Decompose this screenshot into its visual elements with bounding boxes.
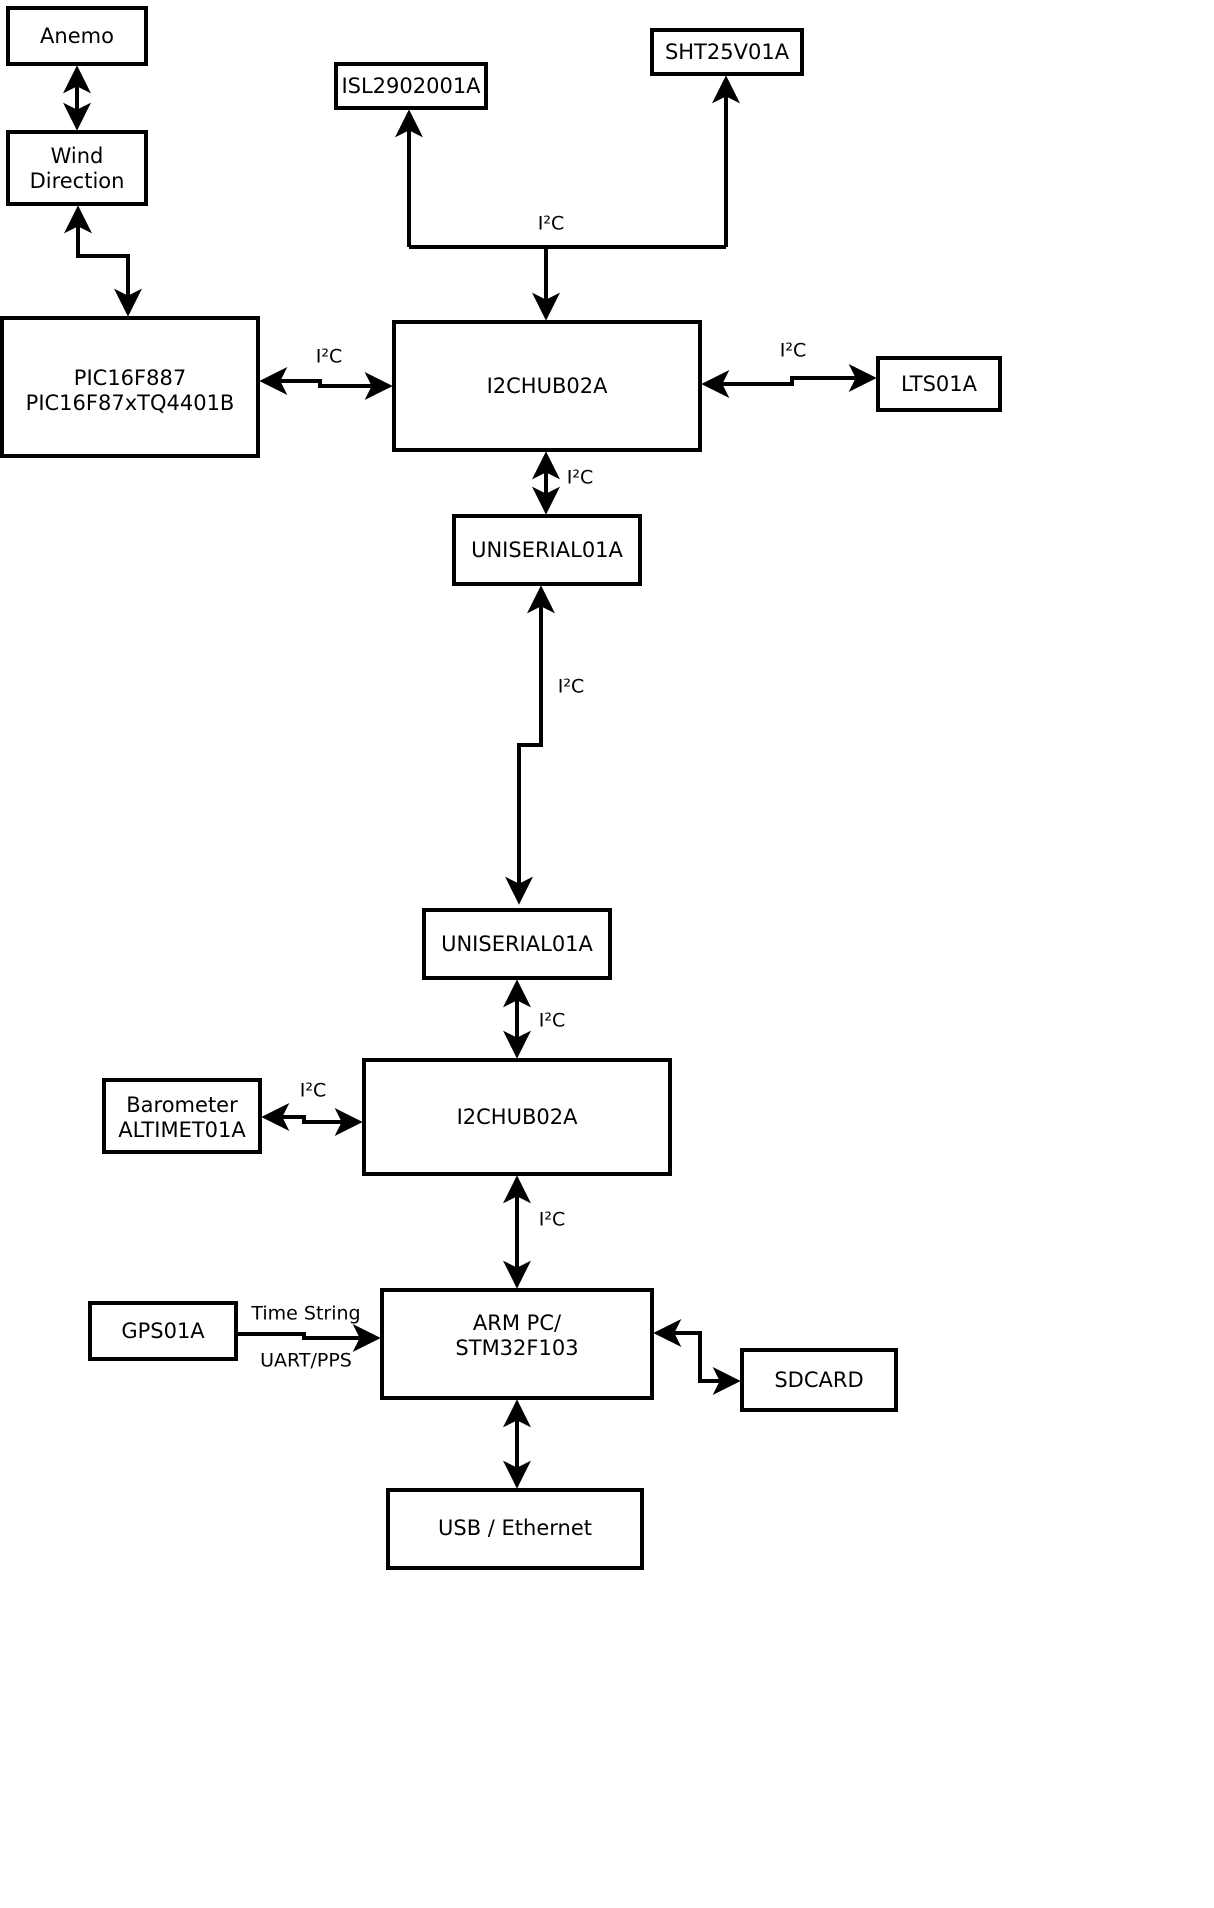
node-box[interactable]: [88, 1301, 238, 1361]
edge-label-i2c: I²C: [316, 346, 343, 368]
node-pic16f887[interactable]: PIC16F887 PIC16F87xTQ4401B: [0, 316, 260, 458]
node-label-pic-line2: PIC16F87xTQ4401B: [26, 391, 235, 415]
edge-uniserial1-uniserial2: I²C: [505, 585, 585, 905]
node-box[interactable]: [452, 514, 642, 586]
edge-line: [259, 367, 393, 400]
node-box[interactable]: [334, 62, 488, 110]
node-isl2902001a[interactable]: ISL2902001A: [334, 62, 488, 110]
edge-i2chub-top-lts: I²C: [701, 340, 877, 398]
node-box[interactable]: [102, 1078, 262, 1154]
node-usb-ethernet[interactable]: USB / Ethernet: [386, 1488, 644, 1570]
edge-line: [653, 1319, 741, 1395]
edge-label-i2c: I²C: [539, 1209, 566, 1231]
node-wind-direction[interactable]: Wind Direction: [6, 130, 148, 206]
node-label-sht: SHT25V01A: [665, 40, 790, 64]
edge-line: [505, 585, 555, 905]
edge-barometer-i2chub-bottom: I²C: [261, 1080, 363, 1136]
edge-line: [238, 1324, 381, 1352]
edge-uniserial2-i2chub-bottom: I²C: [503, 979, 566, 1059]
edge-label-i2c: I²C: [300, 1080, 327, 1102]
node-label-barometer-line2: ALTIMET01A: [118, 1118, 246, 1142]
node-uniserial01a-lower[interactable]: UNISERIAL01A: [422, 908, 612, 980]
node-i2chub02a-bottom[interactable]: I2CHUB02A: [362, 1058, 672, 1176]
node-label-arm-line2: STM32F103: [455, 1336, 578, 1360]
edge-i2chub-bottom-arm: I²C: [503, 1175, 566, 1289]
node-box[interactable]: [392, 320, 702, 452]
node-label-isl: ISL2902001A: [341, 74, 481, 98]
node-lts01a[interactable]: LTS01A: [876, 356, 1002, 412]
node-sht25v01a[interactable]: SHT25V01A: [650, 28, 804, 76]
node-box[interactable]: [380, 1288, 654, 1400]
edge-label-i2c: I²C: [780, 340, 807, 362]
node-gps01a[interactable]: GPS01A: [88, 1301, 238, 1361]
node-label-anemo: Anemo: [40, 24, 114, 48]
node-box[interactable]: [876, 356, 1002, 412]
edge-i2chub-top-uniserial1: I²C: [532, 451, 594, 515]
node-box[interactable]: [422, 908, 612, 980]
node-label-i2chub-bottom: I2CHUB02A: [457, 1105, 579, 1129]
edge-pic-i2chub-top: I²C: [259, 346, 393, 400]
node-label-lts: LTS01A: [901, 372, 978, 396]
edge-label-i2c: I²C: [567, 467, 594, 489]
node-box[interactable]: [6, 6, 148, 66]
edge-line: [64, 205, 142, 317]
node-label-pic-line1: PIC16F887: [74, 366, 186, 390]
node-label-uniserial-1: UNISERIAL01A: [471, 538, 623, 562]
edge-label-uart-pps: UART/PPS: [260, 1350, 352, 1372]
edge-label-i2c: I²C: [538, 213, 565, 235]
edge-label-time-string: Time String: [250, 1303, 360, 1325]
node-label-sdcard: SDCARD: [774, 1368, 863, 1392]
node-box[interactable]: [0, 316, 260, 458]
node-uniserial01a-upper[interactable]: UNISERIAL01A: [452, 514, 642, 586]
node-box[interactable]: [362, 1058, 672, 1176]
edge-gps-arm: Time String UART/PPS: [238, 1303, 381, 1372]
node-label-gps: GPS01A: [121, 1319, 205, 1343]
node-barometer-altimet01a[interactable]: Barometer ALTIMET01A: [102, 1078, 262, 1154]
node-label-i2chub-top: I2CHUB02A: [487, 374, 609, 398]
node-arm-pc-stm32f103[interactable]: ARM PC/ STM32F103: [380, 1288, 654, 1400]
node-label-usb: USB / Ethernet: [438, 1516, 592, 1540]
node-box[interactable]: [740, 1348, 898, 1412]
node-anemo[interactable]: Anemo: [6, 6, 148, 66]
edge-line: [701, 364, 877, 398]
node-label-wind-direction-line1: Wind: [51, 144, 104, 168]
edge-i2chub-top-bus: I²C: [395, 75, 740, 321]
node-box[interactable]: [650, 28, 804, 76]
edge-line: [261, 1103, 363, 1136]
node-label-wind-direction-line2: Direction: [30, 169, 125, 193]
node-sdcard[interactable]: SDCARD: [740, 1348, 898, 1412]
edge-label-i2c: I²C: [539, 1010, 566, 1032]
node-label-barometer-line1: Barometer: [126, 1093, 238, 1117]
edge-label-i2c: I²C: [558, 676, 585, 698]
edge-pic-winddirection: [64, 205, 142, 317]
edge-arm-sdcard: [653, 1319, 741, 1395]
node-label-arm-line1: ARM PC/: [473, 1311, 562, 1335]
node-box[interactable]: [386, 1488, 644, 1570]
node-label-uniserial-2: UNISERIAL01A: [441, 932, 593, 956]
node-i2chub02a-top[interactable]: I2CHUB02A: [392, 320, 702, 452]
node-box[interactable]: [6, 130, 148, 206]
